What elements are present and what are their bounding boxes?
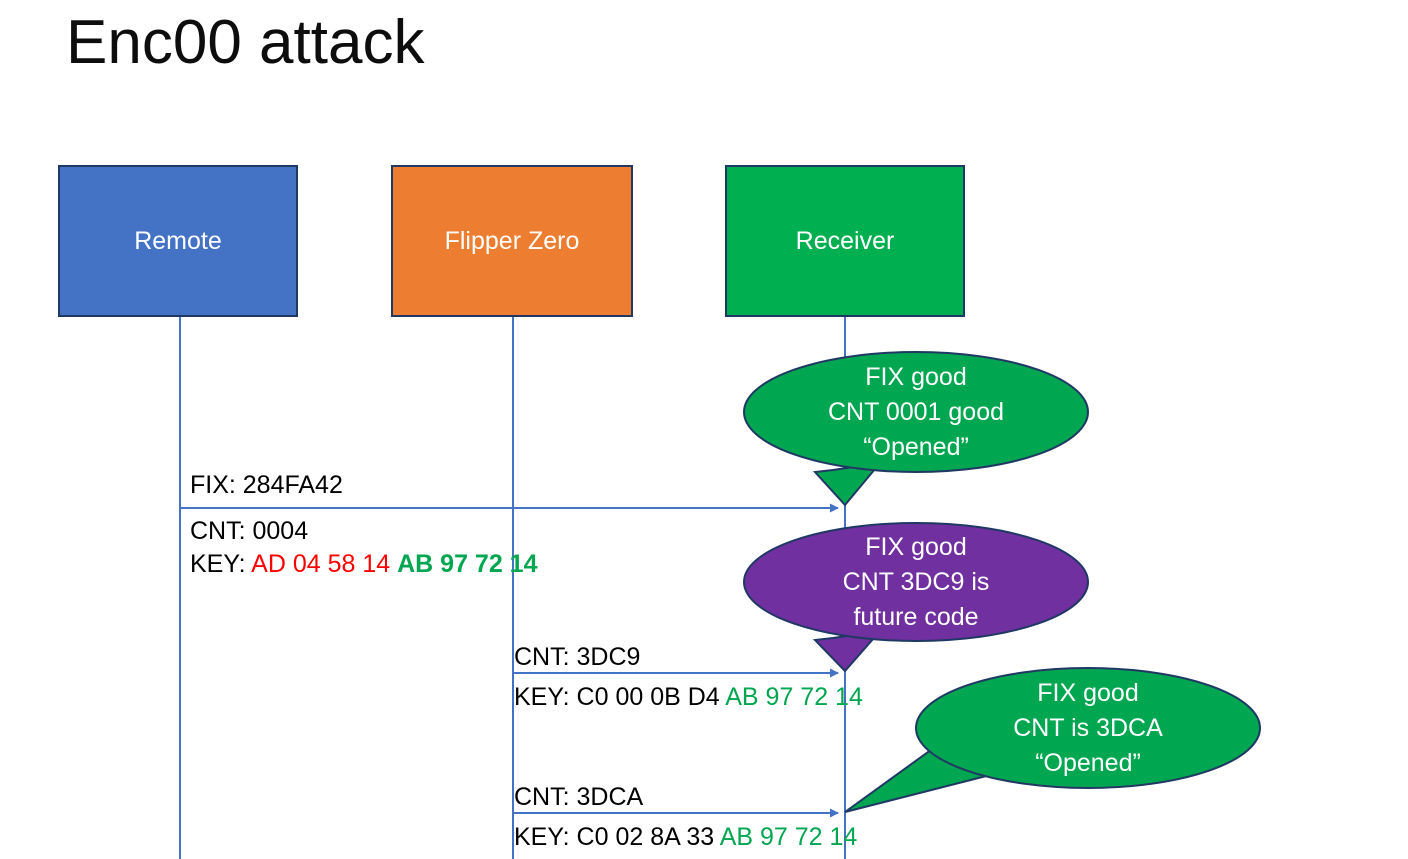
actor-box-receiver[interactable]: Receiver	[725, 165, 965, 317]
message-1-key-fixed-green: AB 97 72 14	[397, 550, 538, 578]
callout-2-line-2: CNT 3DC9 is	[842, 567, 990, 596]
message-1-fix-text: FIX: 284FA42	[190, 471, 343, 499]
message-1-fix: FIX: 284FA42	[190, 469, 343, 502]
callout-3-line-1: FIX good	[1037, 678, 1139, 707]
callout-1-line-3: “Opened”	[863, 432, 969, 461]
page-title: Enc00 attack	[66, 8, 425, 77]
callout-2-line-1: FIX good	[865, 532, 967, 561]
message-2-cnt: CNT: 3DC9	[514, 641, 640, 674]
message-1-key-line: KEY: AD 04 58 14 AB 97 72 14	[190, 548, 537, 581]
message-3-key: KEY: C0 02 8A 33 AB 97 72 14	[514, 821, 857, 854]
actor-label-receiver: Receiver	[795, 227, 895, 255]
message-1-key-prefix: KEY:	[190, 550, 252, 578]
actor-label-remote: Remote	[134, 227, 222, 255]
callout-2-line-3: future code	[853, 602, 979, 631]
message-3-key-fixed-green: AB 97 72 14	[719, 823, 858, 851]
callout-3-line-3: “Opened”	[1035, 748, 1141, 777]
message-1-cnt-line: CNT: 0004	[190, 515, 537, 548]
callout-3-shape	[844, 667, 1261, 813]
message-1-key-rolling-red: AD 04 58 14	[251, 550, 398, 578]
message-3-key-prefix: KEY: C0 02 8A 33	[514, 823, 720, 851]
actor-label-flipper-zero: Flipper Zero	[444, 227, 580, 255]
callout-3-text[interactable]: FIX good CNT is 3DCA “Opened”	[916, 674, 1260, 782]
message-1-cnt-text: CNT: 0004	[190, 517, 309, 545]
message-3-cnt: CNT: 3DCA	[514, 781, 643, 814]
message-2-key: KEY: C0 00 0B D4 AB 97 72 14	[514, 681, 863, 714]
callout-1-line-2: CNT 0001 good	[827, 397, 1005, 426]
actor-box-remote[interactable]: Remote	[58, 165, 298, 317]
message-3-cnt-text: CNT: 3DCA	[514, 783, 644, 811]
callout-1-shape	[743, 351, 1089, 507]
message-2-cnt-text: CNT: 3DC9	[514, 643, 641, 671]
callout-3-line-2: CNT is 3DCA	[1013, 713, 1163, 742]
callout-2-text[interactable]: FIX good CNT 3DC9 is future code	[744, 528, 1088, 636]
actor-box-flipper-zero[interactable]: Flipper Zero	[391, 165, 633, 317]
message-1-payload: CNT: 0004 KEY: AD 04 58 14 AB 97 72 14	[190, 515, 537, 581]
callout-1-text[interactable]: FIX good CNT 0001 good “Opened”	[744, 358, 1088, 466]
message-2-key-fixed-green: AB 97 72 14	[725, 683, 863, 711]
callout-2-shape	[743, 522, 1089, 673]
callout-1-line-1: FIX good	[865, 362, 967, 391]
message-2-key-prefix: KEY: C0 00 0B D4	[514, 683, 726, 711]
